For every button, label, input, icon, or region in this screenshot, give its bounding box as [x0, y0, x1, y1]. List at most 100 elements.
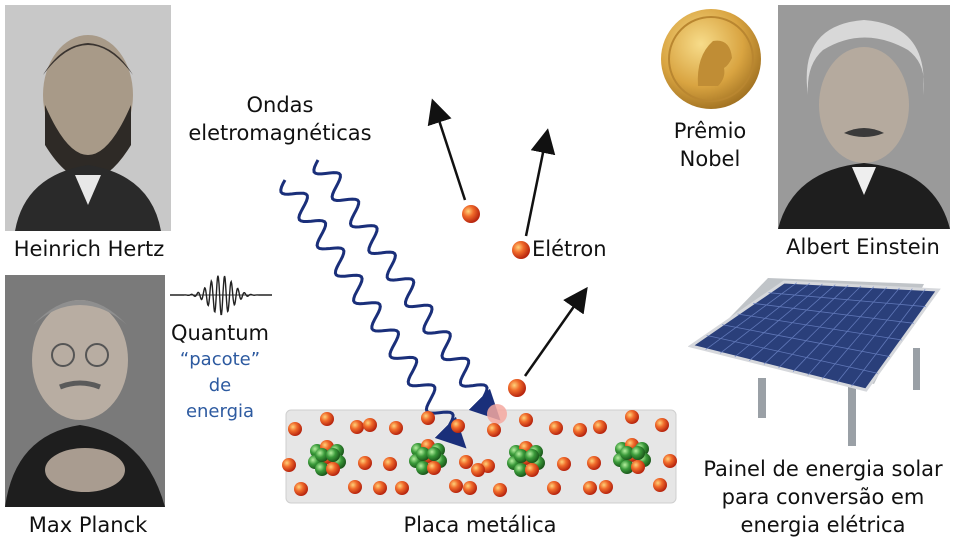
nucleus-particle — [416, 461, 430, 475]
nucleus-particle — [320, 450, 334, 464]
electron-arrow-1 — [427, 98, 467, 201]
nucleus-particle — [531, 456, 545, 470]
plate-electron — [663, 454, 677, 468]
nobel-label-2: Nobel — [679, 147, 741, 171]
nucleus-particle — [409, 454, 423, 468]
plate-electron — [625, 410, 639, 424]
nucleus-particle — [519, 441, 533, 455]
plate-electron — [593, 420, 607, 434]
plate-electron — [350, 420, 364, 434]
solar-panel-icon — [688, 278, 954, 450]
plate-electron — [573, 423, 587, 437]
plate-electron — [348, 480, 362, 494]
plate-electron — [471, 463, 485, 477]
nucleus-particle — [411, 443, 425, 457]
nucleus-particle — [330, 444, 344, 458]
plate-electron — [282, 458, 296, 472]
nucleus-particle — [433, 454, 447, 468]
plate-electron — [395, 481, 409, 495]
plate-electron — [451, 419, 465, 433]
plate-electron — [463, 481, 477, 495]
nucleus-particle — [320, 440, 334, 454]
nucleus-particle — [525, 449, 539, 463]
waves-label-1: Ondas — [246, 93, 314, 117]
plate-electron — [653, 478, 667, 492]
plate-electron — [587, 456, 601, 470]
nobel-medal-icon — [658, 6, 764, 112]
einstein-portrait — [778, 5, 950, 229]
waves-label-2: eletromagnéticas — [188, 121, 372, 145]
nucleus-particle — [625, 438, 639, 452]
nucleus-particle — [620, 460, 634, 474]
nucleus-particle — [615, 442, 629, 456]
plate-electron — [449, 479, 463, 493]
panel-grid-line — [752, 302, 915, 324]
plate-electron — [487, 423, 501, 437]
wave-1 — [279, 179, 467, 449]
electron-arrow-3 — [523, 286, 588, 377]
plate-electron — [549, 421, 563, 435]
nucleus-particle — [514, 463, 528, 477]
nucleus-particle — [427, 461, 441, 475]
plate-electron — [421, 411, 435, 425]
nucleus-particle — [431, 443, 445, 457]
plate-electron — [459, 455, 473, 469]
packet-label-1: “pacote” — [179, 349, 261, 370]
electron-arrow-2 — [524, 128, 556, 237]
plate-electron — [583, 481, 597, 495]
electron-3 — [508, 379, 526, 397]
nucleus-particle — [421, 449, 435, 463]
planck-portrait — [5, 275, 165, 507]
nucleus-particle — [427, 447, 441, 461]
solar-label-2: para conversão em — [721, 485, 925, 509]
nucleus-particle — [631, 446, 645, 460]
plate-electron — [373, 481, 387, 495]
electron-2 — [512, 241, 530, 259]
nucleus-particle — [529, 445, 543, 459]
nucleus-particle — [332, 455, 346, 469]
nucleus-particle — [620, 446, 634, 460]
wave-2 — [312, 159, 501, 421]
planck-caption: Max Planck — [28, 513, 148, 537]
plate-electron — [655, 418, 669, 432]
solar-label-1: Painel de energia solar — [703, 457, 943, 481]
nucleus-particle — [637, 453, 651, 467]
panel-grid-line — [768, 292, 927, 308]
plate-electron — [358, 456, 372, 470]
nucleus-particle — [514, 449, 528, 463]
nucleus-particle — [308, 455, 322, 469]
quantum-label: Quantum — [170, 321, 270, 345]
packet-label-3: energia — [185, 401, 255, 422]
plate-electron — [288, 422, 302, 436]
nucleus-particle — [613, 453, 627, 467]
nucleus-particle — [326, 462, 340, 476]
plate-electron — [493, 483, 507, 497]
packet-label-2: de — [208, 375, 232, 396]
nucleus-particle — [421, 439, 435, 453]
nucleus-particle — [625, 448, 639, 462]
plate-electron — [294, 482, 308, 496]
hertz-portrait — [5, 5, 171, 231]
plate-label: Placa metálica — [403, 513, 557, 537]
electron-emitting — [487, 404, 507, 424]
panel-grid-line — [706, 334, 879, 374]
plate-electron — [481, 459, 495, 473]
panel-grid-line — [737, 313, 903, 341]
electron-label: Elétron — [532, 237, 607, 261]
plate-electron — [389, 421, 403, 435]
einstein-caption: Albert Einstein — [786, 235, 940, 259]
plate-electron — [363, 418, 377, 432]
plate-electron — [599, 480, 613, 494]
nucleus-particle — [519, 451, 533, 465]
nucleus-particle — [326, 448, 340, 462]
plate-electron — [383, 457, 397, 471]
nucleus-particle — [509, 445, 523, 459]
metal-plate — [285, 409, 677, 504]
hertz-caption: Heinrich Hertz — [13, 237, 165, 261]
nobel-label-1: Prêmio — [673, 119, 747, 143]
plate-electron — [519, 413, 533, 427]
plate-electron — [557, 457, 571, 471]
wave-packet-icon — [170, 272, 272, 318]
panel-grid-line — [721, 324, 891, 358]
nucleus-particle — [416, 447, 430, 461]
